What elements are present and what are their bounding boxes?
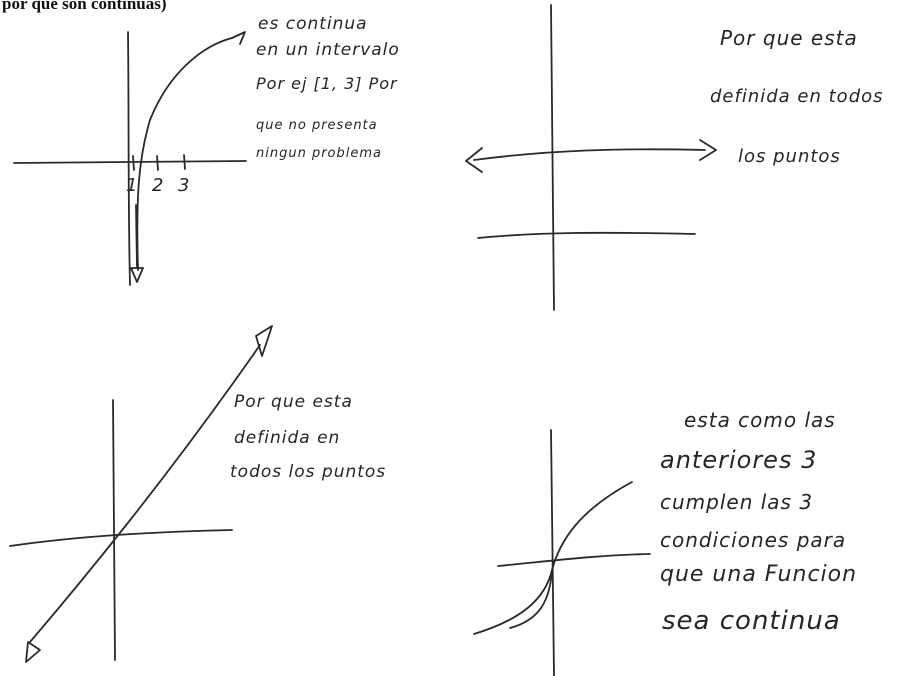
bl-x-axis xyxy=(9,529,233,547)
tl-y-axis xyxy=(127,31,131,286)
tick-label-3: 3 xyxy=(178,175,190,196)
br-note-line-1: esta como las xyxy=(684,408,836,432)
br-cubic-tail xyxy=(509,569,553,629)
tl-curve-arrow xyxy=(231,31,246,45)
bl-diagonal xyxy=(29,344,261,643)
bl-arrow-bottom xyxy=(25,641,41,663)
graph-top-left xyxy=(13,31,247,286)
bl-arrow-top xyxy=(255,325,273,357)
page-header-fragment: por qué son continuas) xyxy=(2,0,167,13)
tr-note-line-2: definida en todos xyxy=(710,86,884,107)
graph-bottom-left xyxy=(9,325,273,663)
tr-y-axis xyxy=(550,4,555,311)
bl-note-line-1: Por que esta xyxy=(234,392,353,412)
tr-line-upper xyxy=(473,148,706,161)
tl-note-line-4: que no presenta xyxy=(256,118,378,133)
tl-x-axis xyxy=(13,160,247,164)
tl-tick-1 xyxy=(132,155,135,171)
tr-note-line-3: los puntos xyxy=(738,146,841,167)
bl-y-axis xyxy=(112,399,116,661)
br-x-axis xyxy=(497,553,651,567)
br-note-line-5: que una Funcion xyxy=(660,562,858,587)
tl-tick-3 xyxy=(183,154,186,170)
br-note-line-3: cumplen las 3 xyxy=(660,490,814,514)
tl-note-line-5: ningun problema xyxy=(256,146,382,161)
tl-tick-2 xyxy=(156,155,159,171)
tr-right-arrow xyxy=(699,139,717,161)
tick-label-2: 2 xyxy=(152,175,164,196)
graph-bottom-right xyxy=(473,429,651,676)
graph-top-right xyxy=(465,4,717,311)
tl-curve xyxy=(136,37,233,271)
tl-note-line-2: en un intervalo xyxy=(256,40,400,60)
tr-line-lower xyxy=(477,231,696,239)
tl-note-line-1: es continua xyxy=(258,14,368,34)
tl-down-arrow xyxy=(130,204,144,283)
bl-note-line-2: definida en xyxy=(234,428,341,448)
tick-label-1: 1 xyxy=(126,175,138,196)
tl-note-line-3: Por ej [1, 3] Por xyxy=(256,74,398,93)
br-note-line-4: condiciones para xyxy=(660,528,847,552)
br-y-axis xyxy=(550,429,555,676)
tr-note-line-1: Por que esta xyxy=(720,26,858,50)
br-note-line-6: sea continua xyxy=(662,606,841,636)
br-note-line-2: anteriores 3 xyxy=(660,446,818,474)
bl-note-line-3: todos los puntos xyxy=(230,462,387,482)
tr-left-arrow xyxy=(465,147,483,173)
